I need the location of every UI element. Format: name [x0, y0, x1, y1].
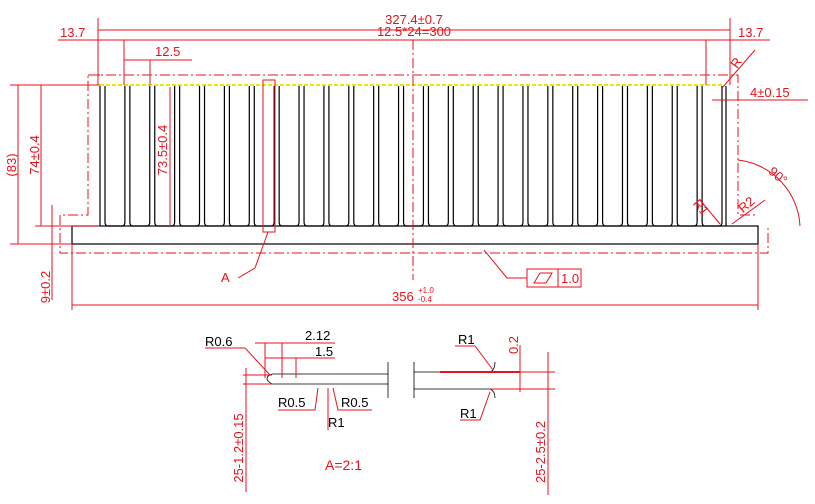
fin-channel: [203, 86, 225, 227]
detail-tip-thickness: 25-1.2±0.15: [231, 413, 246, 482]
dim-base-width-tol-lower: -0.4: [418, 295, 432, 304]
dim-fin-thickness: 4±0.15: [750, 85, 790, 100]
fin-channel: [278, 86, 300, 227]
detail-root-thickness: 25-2.5±0.2: [533, 421, 548, 483]
flatness-icon: [533, 272, 553, 284]
detail-d15: 1.5: [315, 344, 333, 359]
fin-channel: [353, 86, 375, 227]
detail-r06: R0.6: [205, 334, 232, 349]
fin-channel: [303, 86, 325, 227]
fin-channel: [577, 86, 599, 227]
detail-r1-top-right: R1: [458, 332, 475, 347]
fin-channel: [228, 86, 250, 227]
detail-view-left: [205, 342, 389, 492]
fin-channel: [626, 86, 648, 227]
detail-d02: 0.2: [506, 336, 521, 354]
dim-height-83: (83): [4, 153, 19, 176]
dim-r1: R1: [690, 196, 712, 218]
dim-base-thickness: 9±0.2: [38, 271, 53, 303]
dim-fin-height: 73.5±0.4: [155, 125, 170, 176]
fin-channel: [253, 86, 275, 227]
detail-a-box: [262, 79, 276, 233]
fin-channel: [104, 86, 126, 227]
dim-pitch-total: 12.5*24=300: [377, 24, 451, 39]
base-plate: [71, 225, 759, 245]
fin-channel: [129, 86, 151, 227]
dim-angle: 90°: [766, 164, 791, 188]
fin-channel: [527, 86, 549, 227]
dim-overall-width: 327.4±0.7: [385, 12, 443, 27]
fin-channel: [427, 86, 449, 227]
fin-channel: [378, 86, 400, 227]
detail-view-right: [413, 345, 555, 495]
fin-channel: [502, 86, 524, 227]
detail-r1-bottom: R1: [328, 415, 345, 430]
fin-channel: [452, 86, 474, 227]
detail-a-label: A: [221, 270, 230, 285]
fin-channel: [328, 86, 350, 227]
dim-height-74: 74±0.4: [27, 135, 42, 175]
flatness-value: 1.0: [561, 271, 579, 286]
detail-r05-left: R0.5: [278, 395, 305, 410]
dim-base-width-tol-upper: +1.0: [418, 286, 434, 295]
flatness-frame: [526, 268, 582, 288]
fin-channel: [651, 86, 673, 227]
envelope-outline-right: [88, 74, 758, 216]
dim-edge-right: 13.7: [738, 25, 763, 40]
fin-channel: [552, 86, 574, 227]
dim-base-width: 356: [392, 289, 414, 304]
fin-channel: [179, 86, 201, 227]
dim-edge-left: 13.7: [60, 25, 85, 40]
envelope-outline-left: [59, 74, 769, 254]
fin-channel: [477, 86, 499, 227]
dim-pitch: 12.5: [155, 44, 180, 59]
detail-d212: 2.12: [305, 328, 330, 343]
detail-scale-label: A=2:1: [325, 457, 362, 473]
detail-r05-right: R0.5: [341, 395, 368, 410]
fin-channel: [602, 86, 624, 227]
detail-r1-bottom-right: R1: [460, 406, 477, 421]
